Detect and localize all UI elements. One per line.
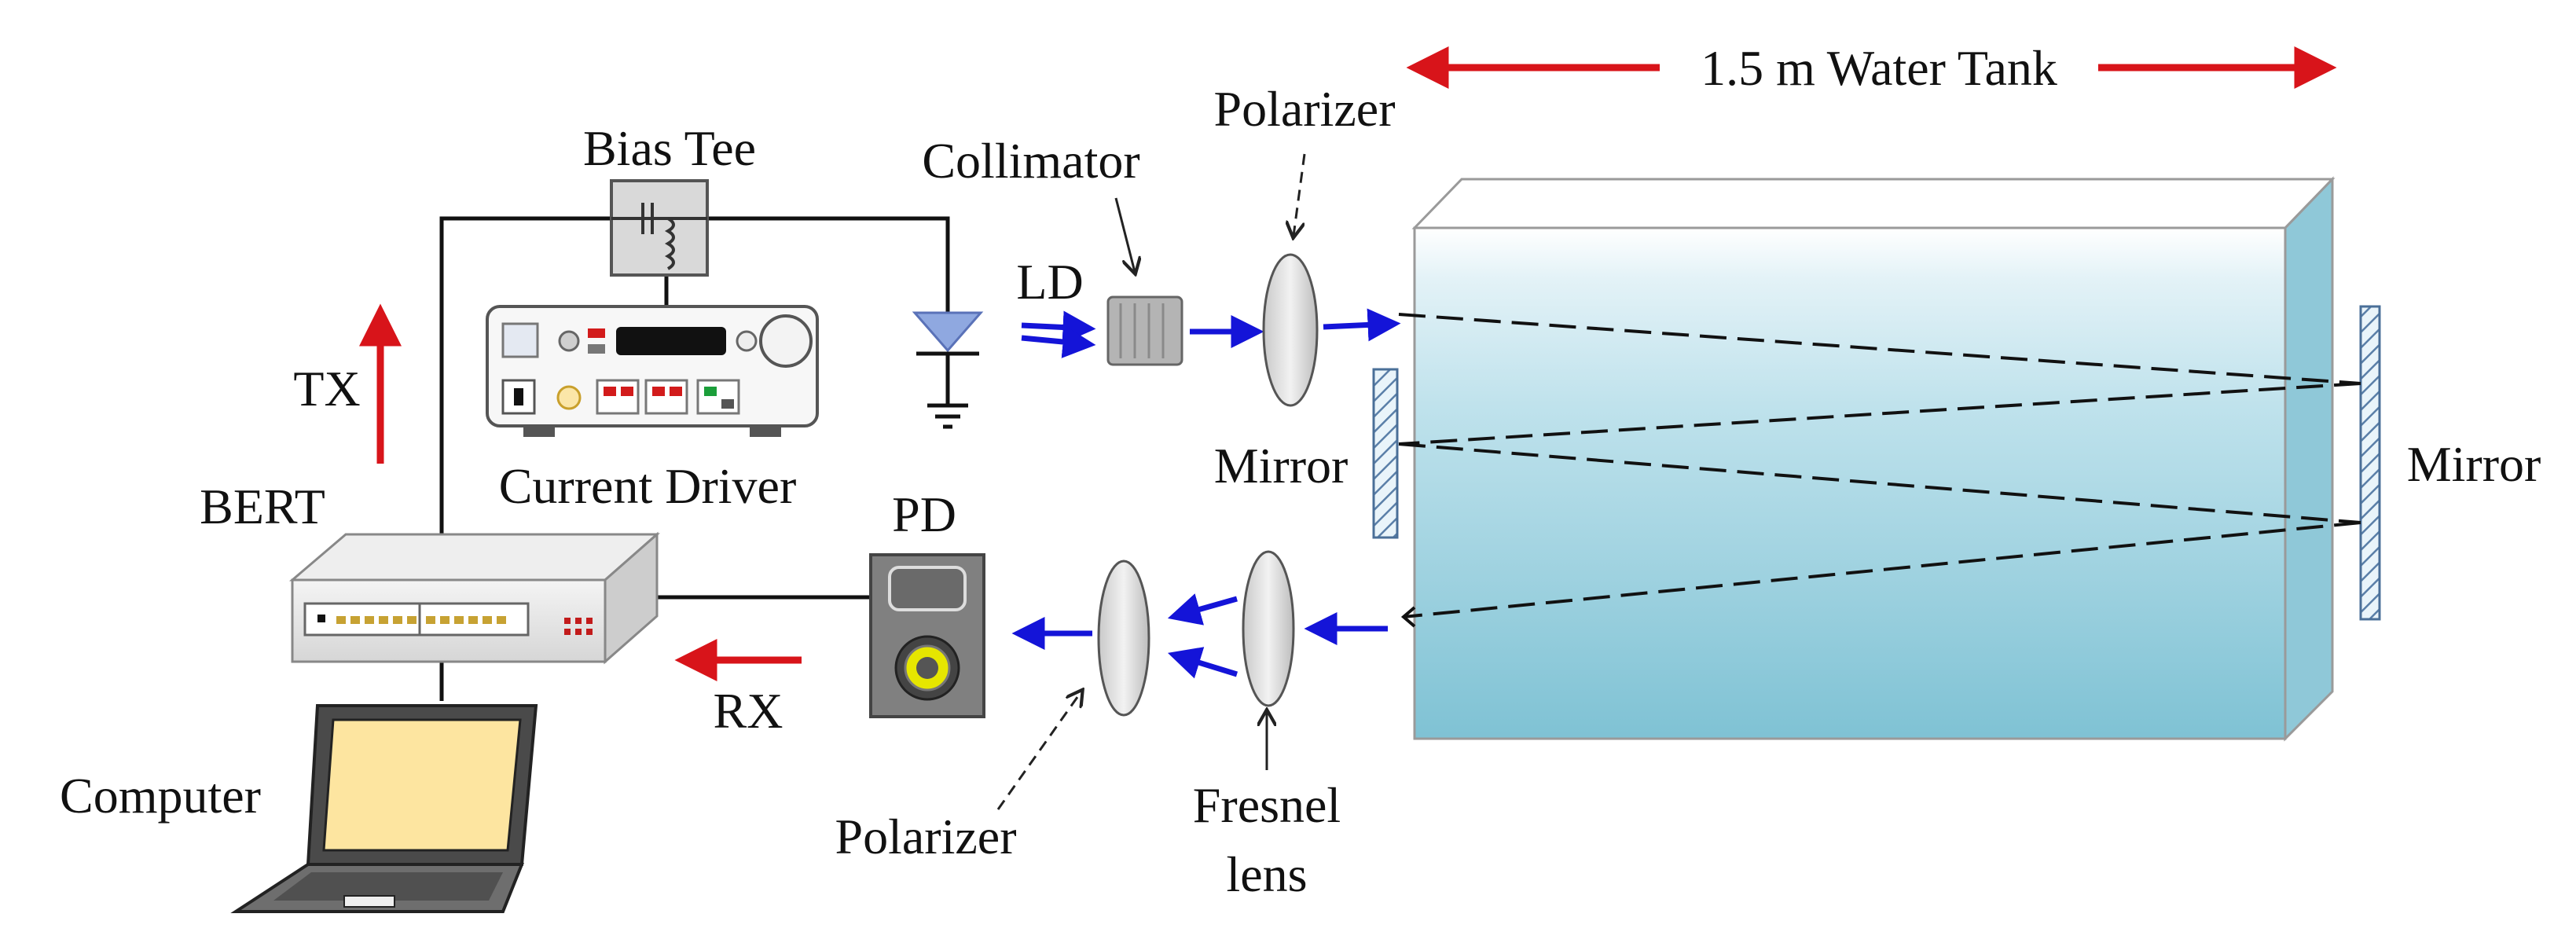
laptop [230,704,538,913]
collimator-label: Collimator [922,133,1139,189]
pd-label: PD [892,486,956,542]
polarizer-top-pointer [1294,153,1306,236]
beam-arrow [1167,593,1238,626]
polarizer-top-label: Polarizer [1214,81,1396,137]
left-mirror-label: Mirror [1214,438,1349,494]
ld-emission-arrow [1021,325,1096,358]
tank-top-face [1411,178,2336,229]
left-mirror [1372,368,1399,539]
current-driver [486,305,819,437]
tank-label: 1.5 m Water Tank [1701,40,2057,96]
bert-label: BERT [200,479,325,534]
wiring [439,216,950,701]
laptop-screen [322,718,522,852]
tx-label: TX [293,361,360,416]
tx-polarizer [1262,253,1319,407]
beam-arrow [1167,647,1238,679]
polarizer-bottom-pointer [996,692,1081,810]
beam-arrow [1323,308,1401,342]
photodetector [869,553,985,718]
bert [288,531,660,665]
fresnel-label-line2: lens [1226,846,1307,902]
polarizer-bottom-label: Polarizer [835,809,1017,864]
beam-path [1398,313,2361,618]
right-mirror [2359,305,2381,621]
current-driver-label: Current Driver [499,458,797,514]
fresnel-lens [1242,550,1295,707]
rx-polarizer [1097,560,1150,717]
fresnel-label-line1: Fresnel [1193,777,1341,833]
ld-label: LD [1016,254,1083,310]
bias-tee [610,179,709,277]
right-mirror-label: Mirror [2407,436,2541,492]
beam-return-chevron [1400,606,1416,628]
bias-tee-label: Bias Tee [583,120,756,176]
collimator-pointer [1114,197,1135,272]
tank-side-face [2284,176,2334,742]
computer-label: Computer [60,768,261,824]
water-tank [1411,176,2336,742]
tank-front-face [1413,226,2287,740]
collimator [1106,295,1183,366]
ld-emission-arrow [1021,310,1096,344]
rx-label: RX [714,683,783,739]
laser-diode [912,311,984,429]
